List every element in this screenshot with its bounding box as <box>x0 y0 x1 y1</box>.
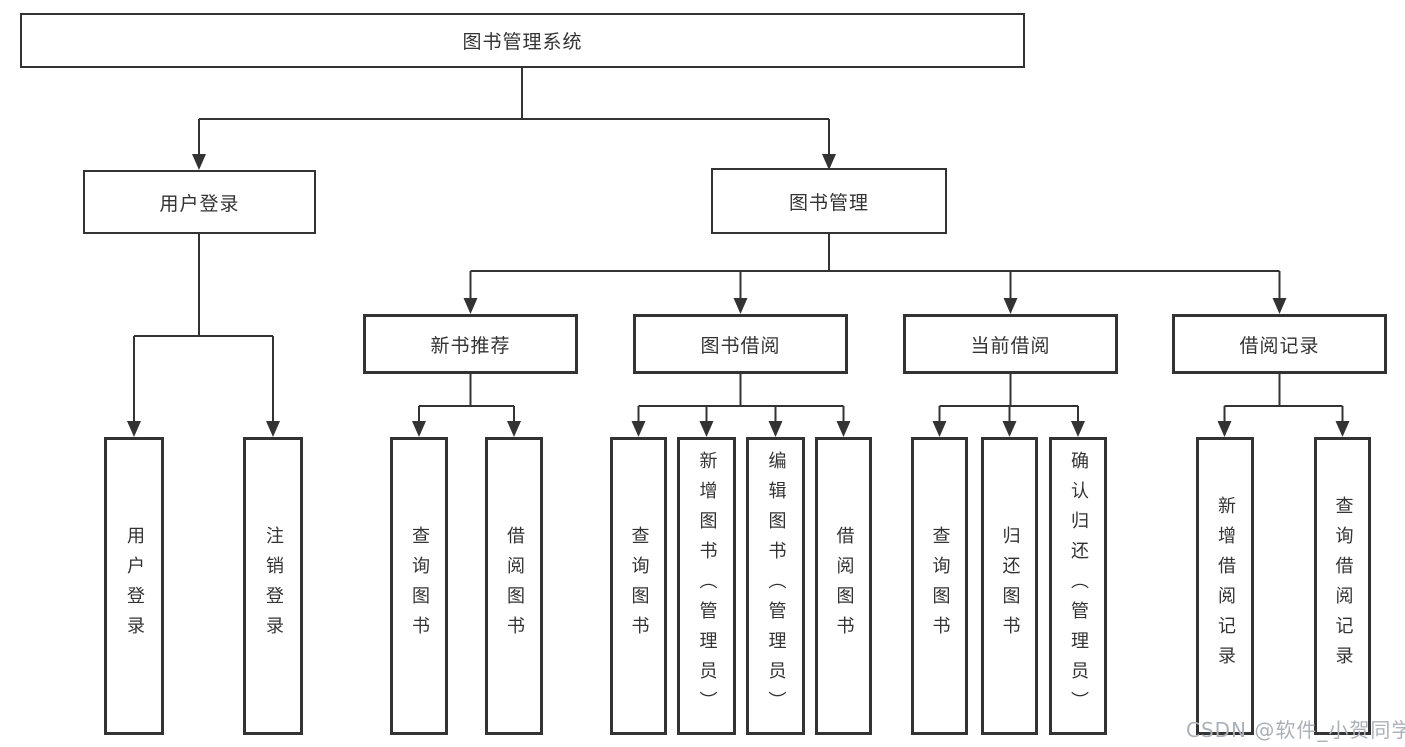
node-book-management: 图书管理 <box>711 168 947 234</box>
node-label: 归还图书 <box>999 526 1021 646</box>
node-label: 图书借阅 <box>700 334 781 357</box>
node-label: 新书推荐 <box>430 334 511 357</box>
leaf-add-books-admin: 新增图书（管理员） <box>677 437 736 735</box>
node-borrow-record: 借阅记录 <box>1172 314 1387 374</box>
leaf-query-books-3: 查询图书 <box>911 437 968 735</box>
node-label: 用户登录 <box>124 526 145 646</box>
leaf-return-books: 归还图书 <box>981 437 1038 735</box>
node-book-borrow: 图书借阅 <box>633 314 848 374</box>
leaf-user-login: 用户登录 <box>104 437 164 735</box>
node-root-library-system: 图书管理系统 <box>20 13 1025 68</box>
node-label: 用户登录 <box>159 192 240 215</box>
node-label: 查询图书 <box>409 526 430 646</box>
node-label: 查询借阅记录 <box>1332 496 1354 676</box>
leaf-borrow-books-2: 借阅图书 <box>815 437 872 735</box>
leaf-borrow-books-1: 借阅图书 <box>485 437 543 735</box>
node-label: 借阅记录 <box>1239 334 1320 357</box>
node-label: 借阅图书 <box>833 526 855 646</box>
node-label: 新增借阅记录 <box>1215 496 1236 676</box>
node-label: 查询图书 <box>628 526 650 646</box>
leaf-add-borrow-record: 新增借阅记录 <box>1196 437 1254 735</box>
node-label: 确认归还（管理员） <box>1068 451 1089 721</box>
leaf-query-books-2: 查询图书 <box>610 437 667 735</box>
node-label: 编辑图书（管理员） <box>765 451 787 721</box>
node-label: 图书管理系统 <box>462 31 583 53</box>
node-user-login: 用户登录 <box>83 170 316 234</box>
node-label: 图书管理 <box>788 191 869 214</box>
leaf-logout: 注销登录 <box>243 437 303 735</box>
node-label: 注销登录 <box>263 526 284 646</box>
leaf-query-books-1: 查询图书 <box>390 437 448 735</box>
csdn-watermark: CSDN @软件_小贺同学 <box>1186 718 1405 742</box>
node-current-borrow: 当前借阅 <box>903 314 1118 374</box>
arrowheads <box>127 154 1350 437</box>
leaf-confirm-return-admin: 确认归还（管理员） <box>1049 437 1107 735</box>
node-label: 借阅图书 <box>504 526 525 646</box>
leaf-query-borrow-record: 查询借阅记录 <box>1314 437 1371 735</box>
node-new-book-recommend: 新书推荐 <box>363 314 578 374</box>
node-label: 当前借阅 <box>970 334 1051 357</box>
leaf-edit-books-admin: 编辑图书（管理员） <box>746 437 805 735</box>
node-label: 新增图书（管理员） <box>696 451 718 721</box>
node-label: 查询图书 <box>929 526 951 646</box>
